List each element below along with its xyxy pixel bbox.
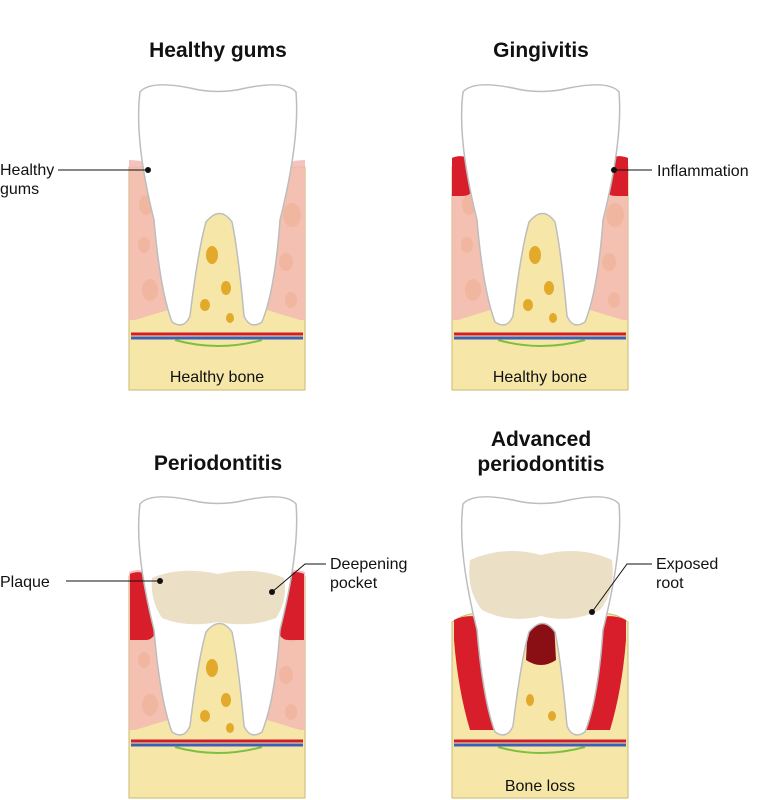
- panel-periodontitis: Periodontitis Plaque: [0, 452, 407, 799]
- bone-label: Healthy bone: [493, 369, 587, 386]
- exposed-pocket: [526, 617, 556, 665]
- callout-label: Deepening: [330, 556, 407, 573]
- blood-vessels: [131, 739, 303, 754]
- callout-exposed-root: Exposed root: [589, 556, 718, 615]
- panel-gingivitis: Gingivitis Healthy bone Inflam: [451, 39, 749, 391]
- panel-title: Advanced: [491, 428, 591, 451]
- callout-inflammation: Inflammation: [611, 163, 749, 180]
- callout-deepening-pocket: Deepening pocket: [269, 556, 407, 595]
- callout-label: Exposed: [656, 556, 718, 573]
- callout-healthy-gums: Healthy gums: [0, 162, 151, 198]
- callout-label: Inflammation: [657, 163, 749, 180]
- plaque-deposit: [151, 570, 285, 625]
- callout-label: gums: [0, 181, 39, 198]
- blood-vessels: [454, 739, 626, 754]
- panel-title: Healthy gums: [149, 39, 287, 62]
- blood-vessels: [131, 332, 303, 347]
- tooth: [137, 84, 298, 326]
- callout-plaque: Plaque: [0, 574, 163, 591]
- callout-label: root: [656, 575, 684, 592]
- callout-label: Plaque: [0, 574, 50, 591]
- plaque-deposit: [469, 551, 613, 619]
- panel-title: periodontitis: [477, 453, 604, 476]
- panel-title: Gingivitis: [493, 39, 589, 62]
- bone-label: Healthy bone: [170, 369, 264, 386]
- panel-healthy-gums: Healthy gums Healthy bone Healthy: [0, 39, 306, 391]
- panel-title: Periodontitis: [154, 452, 282, 475]
- tooth: [460, 84, 621, 326]
- blood-vessels: [454, 332, 626, 347]
- callout-label: Healthy: [0, 162, 54, 179]
- panel-advanced-periodontitis: Advanced periodontitis Bone loss Exposed…: [451, 428, 718, 799]
- bone-label: Bone loss: [505, 778, 575, 795]
- callout-label: pocket: [330, 575, 378, 592]
